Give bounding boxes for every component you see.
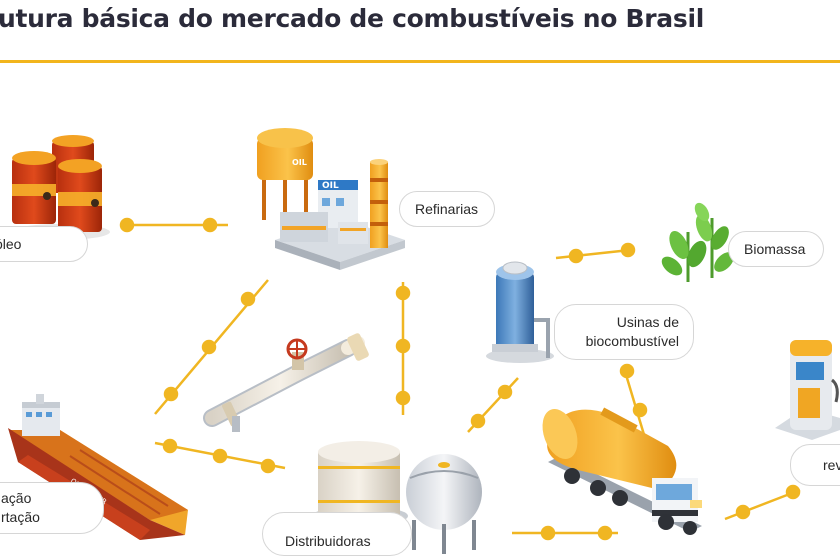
connector-petroleo-refinarias xyxy=(119,217,228,233)
refinery-icon: OIL OIL xyxy=(257,128,405,270)
label-refinarias: Refinarias xyxy=(399,191,495,227)
svg-text:OIL: OIL xyxy=(322,181,339,191)
oil-barrels-icon xyxy=(10,135,110,240)
label-usinas: Usinas de biocombustível xyxy=(554,304,694,360)
label-petroleo: óleo xyxy=(0,226,88,262)
connectors xyxy=(119,217,801,541)
fuel-pump-icon xyxy=(775,340,840,440)
connector-usinas-transporte xyxy=(619,363,648,439)
pipeline-valve-icon xyxy=(203,333,369,432)
connector-refinarias-dutos xyxy=(154,279,269,415)
connector-transporte-postos xyxy=(724,484,801,521)
label-biomassa: Biomassa xyxy=(728,231,824,267)
connector-importacao-distribuidoras xyxy=(154,438,286,474)
label-distribuidoras: Distribuidoras xyxy=(262,512,412,556)
connector-biomassa-usinas xyxy=(555,242,636,264)
connector-refinarias-distribuidoras xyxy=(395,282,411,415)
svg-text:OIL: OIL xyxy=(292,158,307,167)
connector-usinas-distribuidoras xyxy=(467,377,519,433)
page-title: utura básica do mercado de combustíveis … xyxy=(0,4,704,33)
tanker-truck-icon xyxy=(542,407,702,535)
plants-icon xyxy=(661,202,734,282)
connector-distribuidoras-transporte xyxy=(512,525,618,541)
label-importacao: ação rtação xyxy=(0,482,104,534)
title-underline xyxy=(0,60,840,63)
biofuel-tank-icon xyxy=(486,261,554,363)
label-postos: rev xyxy=(790,444,840,486)
